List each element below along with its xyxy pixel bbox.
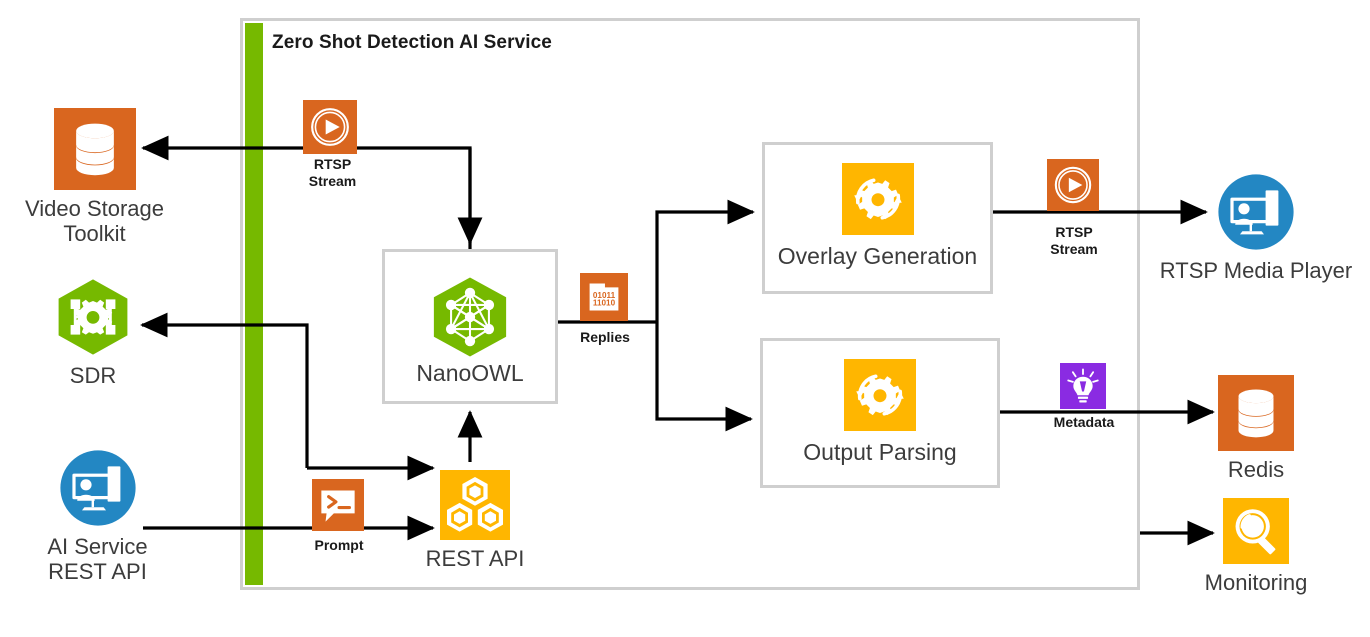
node-label-rest-api: REST API — [425, 546, 525, 571]
user-monitor-circle-icon — [58, 448, 138, 528]
service-box-nanoowl[interactable]: NanoOWL — [382, 249, 558, 404]
user-monitor-circle-icon — [1216, 172, 1296, 252]
binary-file-icon: 01011 11010 — [580, 273, 628, 321]
service-accent-bar — [245, 23, 263, 585]
node-rest-api[interactable]: REST API — [405, 470, 545, 571]
edge-label-prompt: Prompt — [314, 537, 364, 553]
edge-label-replies: Replies — [580, 329, 630, 345]
edge-label-rtsp-stream-in: RTSP Stream — [308, 156, 357, 189]
node-monitoring[interactable]: Monitoring — [1190, 498, 1322, 595]
node-label-redis: Redis — [1227, 457, 1285, 482]
service-box-label-overlay: Overlay Generation — [777, 243, 978, 269]
node-label-monitoring: Monitoring — [1204, 570, 1308, 595]
binary-icon-line-2: 11010 — [593, 299, 616, 308]
node-redis[interactable]: Redis — [1190, 375, 1322, 482]
service-box-output-parsing[interactable]: Output Parsing — [760, 338, 1000, 488]
magnifier-icon — [1223, 498, 1289, 564]
service-box-overlay-generation[interactable]: Overlay Generation — [762, 142, 993, 294]
service-title: Zero Shot Detection AI Service — [272, 32, 552, 53]
node-video-storage-toolkit[interactable]: Video Storage Toolkit — [12, 108, 177, 246]
neural-network-hexagon-icon — [427, 274, 513, 360]
binary-icon-line-1: 01011 — [593, 291, 616, 300]
lightbulb-icon — [1060, 363, 1106, 409]
play-button-icon — [1047, 159, 1099, 211]
hexagon-cluster-icon — [440, 470, 510, 540]
node-label-sdr: SDR — [69, 363, 117, 388]
terminal-prompt-icon — [312, 479, 364, 531]
database-icon — [53, 108, 136, 190]
service-box-label-parsing: Output Parsing — [803, 439, 957, 465]
node-label-rtsp-media-player: RTSP Media Player — [1159, 258, 1353, 283]
gear-refresh-icon — [841, 163, 914, 235]
node-label-video-storage-toolkit: Video Storage Toolkit — [24, 196, 165, 247]
database-icon — [1218, 375, 1294, 451]
play-button-icon — [303, 100, 357, 154]
node-rtsp-media-player[interactable]: RTSP Media Player — [1148, 172, 1364, 283]
node-ai-service-rest-api[interactable]: AI Service REST API — [20, 448, 175, 584]
service-container — [240, 18, 1140, 590]
node-sdr[interactable]: SDR — [28, 277, 158, 388]
hexagon-gear-icon — [53, 277, 133, 357]
edge-label-metadata: Metadata — [1053, 414, 1115, 430]
edge-label-rtsp-stream-out: RTSP Stream — [1050, 224, 1098, 257]
gear-refresh-icon — [844, 359, 916, 431]
service-box-label-nanoowl: NanoOWL — [416, 360, 524, 386]
node-label-ai-service-rest-api: AI Service REST API — [47, 534, 148, 585]
